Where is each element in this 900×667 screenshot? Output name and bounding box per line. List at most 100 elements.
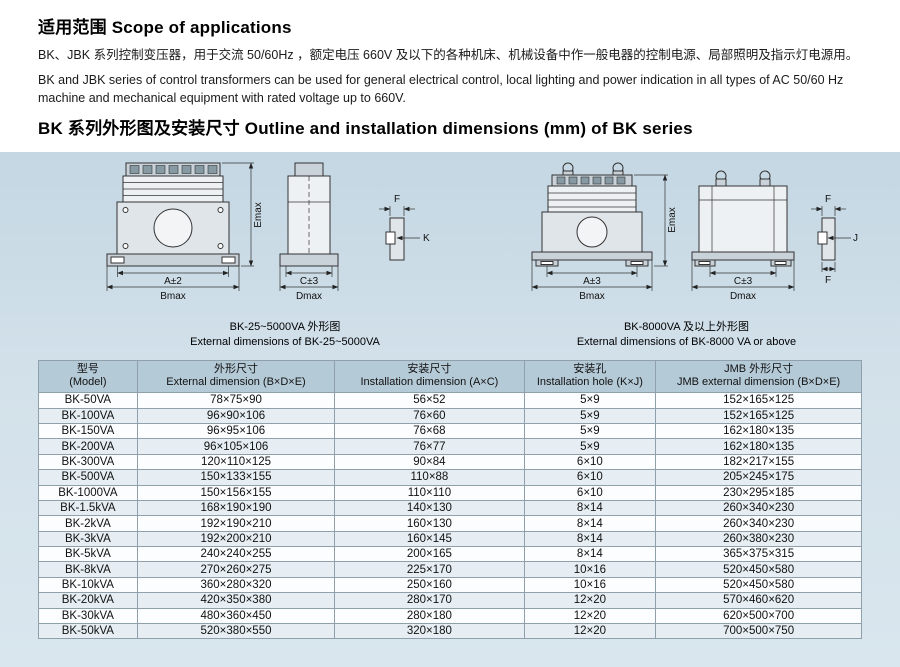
dim-label-j: J: [853, 233, 858, 244]
table-cell: BK-20kVA: [38, 592, 138, 609]
table-cell: 12×20: [523, 623, 657, 640]
scope-paragraph-zh: BK、JBK 系列控制变压器，用于交流 50/60Hz ，额定电压 660V 及…: [38, 48, 859, 62]
table-cell: BK-1000VA: [38, 484, 138, 501]
table-cell: 365×375×315: [655, 546, 862, 563]
table-cell: BK-100VA: [38, 407, 138, 424]
mounting-foot-detail: [811, 206, 851, 272]
table-cell: BK-30kVA: [38, 607, 138, 625]
table-cell: 6×10: [523, 469, 657, 486]
dim-label-dmax: Dmax: [296, 291, 322, 302]
diagram-caption-right-en: External dimensions of BK-8000 VA or abo…: [576, 335, 797, 348]
table-cell: 10×16: [523, 576, 657, 594]
table-cell: BK-300VA: [38, 453, 138, 471]
table-cell: 8×14: [523, 515, 657, 532]
table-cell: 5×9: [523, 422, 657, 440]
table-cell: 162×180×135: [655, 438, 862, 455]
front-dimensions: [106, 266, 240, 291]
table-cell: 320×180: [334, 623, 525, 640]
diagram-caption-right-zh: BK-8000VA 及以上外形图: [623, 321, 750, 333]
dim-label-f-bottom: F: [825, 275, 831, 286]
table-cell: 152×165×125: [655, 392, 862, 409]
table-header-cell: 型号(Model): [38, 359, 138, 394]
diagram-and-table-panel: A±2 Bmax Emax: [0, 152, 900, 667]
dim-label-c: C±3: [734, 276, 753, 287]
table-cell: 480×360×450: [136, 607, 336, 625]
side-dimensions: [691, 260, 795, 291]
table-cell: 520×450×580: [655, 576, 862, 594]
table-cell: 270×260×275: [136, 561, 336, 578]
table-cell: 225×170: [334, 561, 525, 578]
dim-label-c: C±3: [300, 276, 319, 287]
table-cell: 140×130: [334, 499, 525, 517]
table-cell: 8×14: [523, 530, 657, 548]
table-cell: 420×350×380: [136, 592, 336, 609]
table-cell: 78×75×90: [136, 392, 336, 409]
side-dimensions: [279, 266, 339, 291]
diagram-caption-right: BK-8000VA 及以上外形图 External dimensions of …: [514, 320, 859, 350]
table-cell: 150×156×155: [136, 484, 336, 501]
diagram-caption-left-zh: BK-25~5000VA 外形图: [229, 321, 341, 333]
table-cell: 5×9: [523, 392, 657, 409]
table-cell: 6×10: [523, 453, 657, 471]
table-cell: 8×14: [523, 546, 657, 563]
front-view: [106, 162, 240, 267]
table-cell: 205×245×175: [655, 469, 862, 486]
table-cell: 360×280×320: [136, 576, 336, 594]
table-cell: 76×60: [334, 407, 525, 424]
table-cell: BK-1.5kVA: [38, 499, 138, 517]
table-cell: 5×9: [523, 438, 657, 455]
table-cell: 10×16: [523, 561, 657, 578]
table-cell: BK-8kVA: [38, 561, 138, 578]
table-cell: 160×130: [334, 515, 525, 532]
front-dimensions: [531, 260, 653, 291]
table-cell: 168×190×190: [136, 499, 336, 517]
table-cell: 6×10: [523, 484, 657, 501]
dim-label-bmax: Bmax: [579, 291, 605, 302]
dim-label-emax: Emax: [253, 202, 264, 228]
table-cell: 200×165: [334, 546, 525, 563]
table-cell: 182×217×155: [655, 453, 862, 471]
table-cell: 260×340×230: [655, 499, 862, 517]
table-cell: BK-50kVA: [38, 623, 138, 640]
table-cell: BK-500VA: [38, 469, 138, 486]
emax-dimension: [222, 162, 254, 267]
dim-label-a: A±3: [583, 276, 601, 287]
emax-dimension: [634, 174, 668, 267]
table-cell: 240×240×255: [136, 546, 336, 563]
front-view: [531, 162, 653, 267]
outline-drawing-bk25-5000: A±2 Bmax Emax: [106, 162, 430, 302]
table-cell: BK-2kVA: [38, 515, 138, 532]
table-cell: 120×110×125: [136, 453, 336, 471]
table-cell: 96×105×106: [136, 438, 336, 455]
dim-label-f: F: [394, 194, 400, 205]
side-view: [279, 162, 339, 267]
table-cell: 700×500×750: [655, 623, 862, 640]
dim-label-bmax: Bmax: [160, 291, 186, 302]
diagram-row: A±2 Bmax Emax: [38, 160, 862, 350]
table-cell: 570×460×620: [655, 592, 862, 609]
dim-label-emax: Emax: [667, 207, 678, 233]
dim-label-f-top: F: [825, 194, 831, 205]
scope-paragraph-en: BK and JBK series of control transformer…: [38, 72, 844, 105]
table-cell: 280×170: [334, 592, 525, 609]
table-cell: 162×180×135: [655, 422, 862, 440]
table-cell: 152×165×125: [655, 407, 862, 424]
section-title-scope: 适用范围 Scope of applications: [38, 18, 292, 37]
